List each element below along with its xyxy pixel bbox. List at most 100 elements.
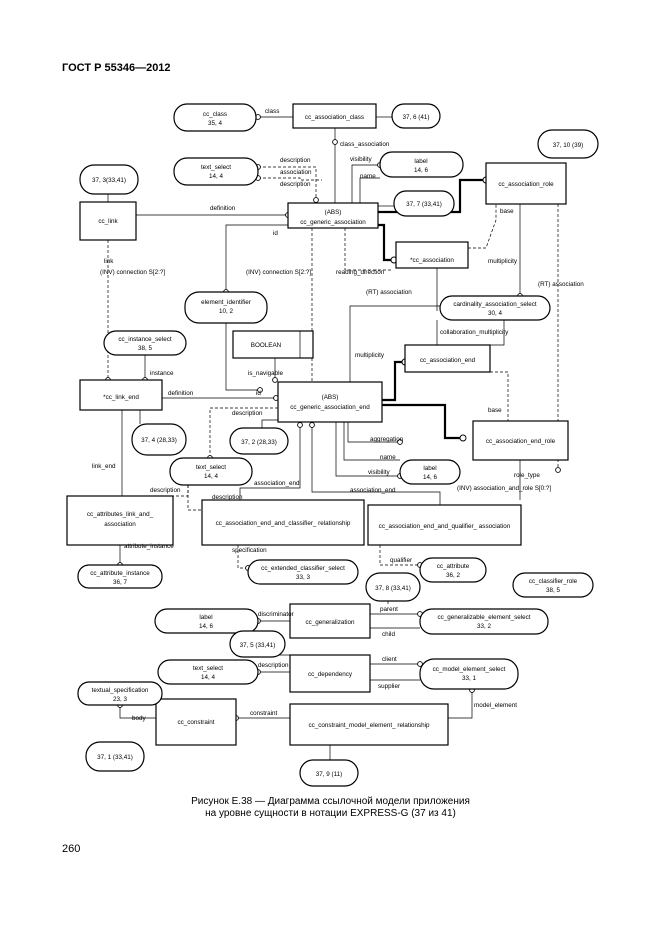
svg-text:14, 6: 14, 6 xyxy=(414,167,429,174)
entity-cc-association-end-role: cc_association_end_role xyxy=(472,420,569,461)
select-text-select-a: text_select 14, 4 xyxy=(173,157,259,186)
svg-text:23, 3: 23, 3 xyxy=(113,696,128,703)
select-cc-attribute-instance: cc_attribute_instance 36, 7 xyxy=(77,564,163,589)
svg-text:33, 3: 33, 3 xyxy=(296,574,311,581)
svg-text:cc_association_end: cc_association_end xyxy=(420,357,476,364)
svg-text:37, 8 (33,41): 37, 8 (33,41) xyxy=(375,585,411,592)
svg-text:37, 4 (28,33): 37, 4 (28,33) xyxy=(141,437,177,444)
role-inv-association-and-role: (INV) association_and_role S[0:?] xyxy=(457,485,551,492)
entity-cc-constraint: cc_constraint xyxy=(155,698,237,746)
select-label-c: label 14, 6 xyxy=(154,608,259,634)
svg-text:cc_generic_association_end: cc_generic_association_end xyxy=(290,404,370,411)
svg-text:label: label xyxy=(414,158,427,165)
entity-cc-association: *cc_association xyxy=(395,241,469,269)
page-ref-37-3: 37, 3(33,41) xyxy=(79,164,139,195)
role-client: client xyxy=(382,656,397,663)
svg-text:cc_instance_select: cc_instance_select xyxy=(118,336,171,343)
role-association-end-a: association_end xyxy=(254,480,300,487)
role-qualifier: qualifier xyxy=(390,557,412,564)
svg-text:36, 7: 36, 7 xyxy=(113,579,128,586)
svg-text:37, 7 (33,41): 37, 7 (33,41) xyxy=(406,201,442,208)
svg-text:cardinality_association_select: cardinality_association_select xyxy=(453,301,537,308)
select-textual-specification: textual_specification 23, 3 xyxy=(77,681,163,706)
svg-text:30, 4: 30, 4 xyxy=(488,310,503,317)
svg-text:38, 5: 38, 5 xyxy=(138,345,153,352)
role-class-association: class_association xyxy=(340,141,390,148)
page-header: ГОСТ Р 55346—2012 xyxy=(62,62,171,74)
select-label-a: label 14, 6 xyxy=(379,151,464,178)
role-constraint: constraint xyxy=(250,710,278,717)
svg-text:14, 6: 14, 6 xyxy=(199,623,214,630)
svg-text:cc_link: cc_link xyxy=(98,218,118,225)
select-text-select-b: text_select 14, 4 xyxy=(169,457,253,486)
svg-text:*cc_association: *cc_association xyxy=(410,257,454,264)
figure-caption-line1: Рисунок Е.38 — Диаграмма ссылочной модел… xyxy=(191,796,470,807)
svg-text:35, 4: 35, 4 xyxy=(208,120,223,127)
svg-text:14, 6: 14, 6 xyxy=(423,474,438,481)
svg-text:cc_association_end_and_classif: cc_association_end_and_classifier_ relat… xyxy=(216,520,351,527)
figure-caption-line2: на уровне сущности в нотации EXPRESS-G (… xyxy=(205,808,456,819)
svg-text:37, 1 (33,41): 37, 1 (33,41) xyxy=(97,754,133,761)
role-inv-connection-assoc: (INV) connection S[2:?] xyxy=(246,269,311,276)
entity-cc-association-role: cc_association_role xyxy=(485,162,567,205)
role-role-type: role_type xyxy=(514,472,540,479)
role-aggregation: aggregation xyxy=(370,436,404,443)
svg-text:cc_generic_association: cc_generic_association xyxy=(300,219,366,226)
svg-text:cc_association_class: cc_association_class xyxy=(305,114,364,121)
role-collaboration-multiplicity: collaboration_multiplicity xyxy=(440,329,509,336)
select-cc-attribute: cc_attribute 36, 2 xyxy=(419,557,487,583)
role-base-b: base xyxy=(488,407,502,414)
role-name-a: name xyxy=(360,173,376,180)
role-description-c: description xyxy=(232,410,263,417)
role-model-element: model_element xyxy=(474,702,517,709)
svg-text:37, 10 (39): 37, 10 (39) xyxy=(553,142,583,149)
svg-text:textual_specification: textual_specification xyxy=(92,687,149,694)
entity-cc-association-end-and-classifier-relationship: cc_association_end_and_classifier_ relat… xyxy=(201,499,365,546)
role-name-b: name xyxy=(380,454,396,461)
select-cc-generalizable-element: cc_generalizable_element_select 33, 2 xyxy=(419,608,549,635)
role-description-a: description xyxy=(280,157,311,164)
select-cc-classifier-role: cc_classifier_role 38, 5 xyxy=(512,572,594,598)
svg-text:BOOLEAN: BOOLEAN xyxy=(251,342,282,349)
select-cc-model-element: cc_model_element_select 33, 1 xyxy=(419,658,519,690)
entity-cc-association-end-and-qualifier-association: cc_association_end_and_qualifier_ associ… xyxy=(367,504,522,546)
role-rt-association-a: (RT) association xyxy=(366,289,412,296)
entity-cc-generic-association: (ABS) cc_generic_association xyxy=(287,202,379,229)
svg-text:cc_generalizable_element_selec: cc_generalizable_element_select xyxy=(437,614,530,621)
role-link: link xyxy=(104,258,114,265)
role-class: class xyxy=(265,108,279,115)
role-labels: class class_association description visi… xyxy=(92,108,584,722)
select-cc-instance-select: cc_instance_select 38, 5 xyxy=(103,330,187,356)
select-cc-extended-classifier: cc_extended_classifier_select 33, 3 xyxy=(247,559,359,585)
role-description-e: description xyxy=(212,494,243,501)
role-rt-association-b: (RT) association xyxy=(538,281,584,288)
entity-boolean: BOOLEAN xyxy=(232,330,314,359)
role-description-b: description xyxy=(280,181,311,188)
role-body: body xyxy=(132,715,147,722)
page-ref-37-7: 37, 7 (33,41) xyxy=(393,190,455,217)
role-multiplicity-b: multiplicity xyxy=(355,352,385,359)
svg-text:text_select: text_select xyxy=(193,665,223,672)
role-inv-connection-link: (INV) connection S[2:?] xyxy=(100,269,165,276)
role-reading-direction: reading_direction xyxy=(336,269,385,276)
role-is-navigable: is_navigable xyxy=(248,370,284,377)
role-link-end: link_end xyxy=(92,463,116,470)
svg-text:cc_association_end_role: cc_association_end_role xyxy=(486,438,556,445)
page-ref-37-5: 37, 5 (33,41) xyxy=(229,630,286,658)
svg-text:10, 2: 10, 2 xyxy=(219,308,234,315)
svg-text:cc_association_end_and_qualifi: cc_association_end_and_qualifier_ associ… xyxy=(379,523,511,530)
svg-text:cc_classifier_role: cc_classifier_role xyxy=(529,578,578,585)
entity-cc-association-class: cc_association_class xyxy=(292,103,377,129)
svg-text:cc_generalization: cc_generalization xyxy=(305,619,355,626)
page-ref-37-1: 37, 1 (33,41) xyxy=(85,741,145,772)
svg-text:text_select: text_select xyxy=(201,164,231,171)
svg-text:cc_dependency: cc_dependency xyxy=(308,671,353,678)
svg-text:(ABS): (ABS) xyxy=(325,209,342,216)
svg-text:cc_attribute: cc_attribute xyxy=(437,563,470,570)
svg-text:element_identifier: element_identifier xyxy=(201,299,251,306)
role-id-b: id xyxy=(256,390,261,397)
svg-text:cc_attributes_link_and_: cc_attributes_link_and_ xyxy=(87,511,154,518)
role-base-a: base xyxy=(500,208,514,215)
role-description-d: description xyxy=(150,487,181,494)
select-cc-class: cc_class 35, 4 xyxy=(173,103,257,132)
